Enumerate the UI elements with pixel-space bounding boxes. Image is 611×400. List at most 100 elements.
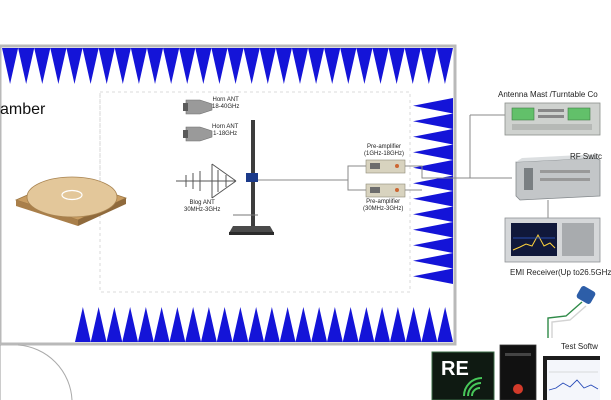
absorber-cone [413, 98, 453, 114]
absorber-cone [295, 307, 312, 342]
monitor-icon [543, 356, 600, 400]
absorber-cone [169, 307, 186, 342]
absorber-cone [185, 307, 201, 342]
absorber-cone [308, 48, 325, 84]
absorber-cone [66, 48, 83, 84]
absorber-cone [122, 307, 138, 342]
mast-controller-icon [504, 102, 601, 136]
test-software-label: Test Softw [561, 342, 598, 351]
bilog-antenna-icon [176, 163, 237, 199]
emi-receiver-label: EMI Receiver(Up to26.5GHz [510, 268, 611, 277]
absorber-cone [413, 113, 453, 129]
absorber-cone [232, 307, 249, 342]
absorber-cone [311, 307, 327, 342]
absorber-cone [390, 307, 406, 342]
absorber-cone [358, 307, 375, 342]
absorber-cone [388, 48, 405, 84]
horn-low-range: 1-18GHz [213, 131, 238, 137]
preamplifier-high-icon [365, 159, 406, 174]
absorber-cone [90, 307, 107, 342]
absorber-cone [413, 206, 453, 222]
preamplifier-low-icon [365, 183, 406, 198]
emi-receiver-icon [504, 217, 601, 263]
absorber-cone [421, 307, 438, 342]
absorber-cone [211, 48, 228, 84]
preamplifier-low-label: Pre-amplifier (30MHz-3GHz) [363, 199, 403, 213]
absorber-cone [327, 307, 343, 342]
absorber-cone [2, 48, 19, 84]
horn-antenna-low-icon [183, 126, 213, 142]
signal-cables [258, 114, 549, 218]
bilog-range: 30MHz-3GHz [184, 207, 221, 213]
absorber-cone [291, 48, 309, 84]
absorber-cone [153, 307, 170, 342]
absorber-cone [275, 48, 292, 84]
absorber-cone [179, 48, 196, 84]
absorber-cone [130, 48, 147, 84]
usb-cable-icon [547, 286, 596, 338]
absorber-cone [146, 48, 164, 84]
absorber-cone [163, 48, 180, 84]
absorber-top-row [2, 48, 453, 84]
absorber-cone [138, 307, 154, 342]
absorber-cone [18, 48, 35, 84]
absorber-cone [413, 237, 453, 253]
absorber-cone [106, 307, 123, 342]
horn-high-range: 18-40GHz [212, 104, 240, 110]
preamp-low-range: (30MHz-3GHz) [363, 206, 404, 212]
absorber-bottom-row [75, 307, 453, 342]
chamber-title: amber [0, 101, 46, 118]
absorber-cone [264, 307, 280, 342]
horn-antenna-high-icon [183, 99, 213, 115]
rf-switch-label: RF Switc [570, 152, 602, 161]
absorber-cone [201, 307, 217, 342]
pc-tower-icon [499, 344, 537, 400]
absorber-cone [413, 191, 453, 207]
absorber-cone [413, 253, 453, 269]
absorber-cone [227, 48, 244, 84]
software-tile-label: RE [441, 358, 469, 380]
absorber-cone [342, 307, 359, 342]
preamp-low-name: Pre-amplifier [366, 199, 401, 205]
absorber-right-column [413, 98, 453, 284]
absorber-cone [413, 160, 453, 176]
absorber-cone [413, 144, 453, 160]
absorber-cone [413, 222, 453, 238]
turntable [14, 176, 128, 226]
horn-antenna-high-label: Horn ANT 18-40GHz [212, 97, 239, 111]
absorber-cone [75, 307, 91, 342]
absorber-cone [413, 129, 453, 145]
absorber-cone [50, 48, 67, 84]
preamplifier-high-label: Pre-amplifier (1GHz-18GHz) [364, 144, 404, 158]
bilog-antenna-label: Blog ANT 30MHz-3GHz [184, 200, 220, 214]
absorber-cone [248, 307, 264, 342]
absorber-cone [324, 48, 341, 84]
rf-switch-icon [515, 154, 601, 201]
absorber-cone [98, 48, 115, 84]
absorber-cone [420, 48, 437, 84]
absorber-cone [436, 48, 453, 84]
door-swing [17, 344, 73, 400]
preamp-high-range: (1GHz-18GHz) [364, 151, 405, 157]
absorber-cone [114, 48, 131, 84]
absorber-cone [374, 307, 390, 342]
absorber-cone [405, 307, 422, 342]
absorber-cone [340, 48, 357, 84]
absorber-cone [195, 48, 212, 84]
absorber-cone [216, 307, 233, 342]
preamp-high-name: Pre-amplifier [367, 144, 402, 150]
absorber-cone [356, 48, 373, 84]
bilog-name: Blog ANT [189, 200, 215, 206]
software-tile [431, 351, 495, 400]
absorber-cone [372, 48, 389, 84]
absorber-cone [243, 48, 260, 84]
horn-antenna-low-label: Horn ANT 1-18GHz [212, 124, 238, 138]
chamber-wall [0, 44, 457, 346]
absorber-cone [259, 48, 276, 84]
horn-low-name: Horn ANT [212, 124, 239, 130]
absorber-cone [413, 175, 453, 191]
absorber-cone [82, 48, 99, 84]
absorber-cone [279, 307, 296, 342]
antenna-mast [229, 120, 274, 235]
absorber-cone [437, 307, 453, 342]
